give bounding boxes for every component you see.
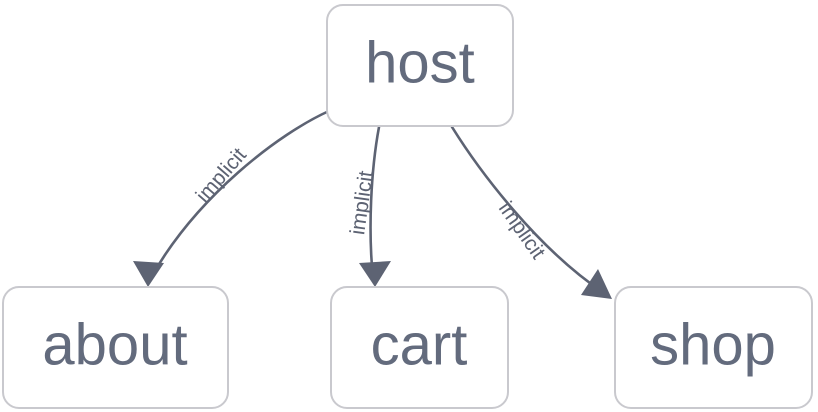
edge-host-cart[interactable]: implicit [346, 125, 391, 287]
edge-host-shop[interactable]: implicit [450, 125, 612, 299]
node-label-host: host [365, 30, 475, 95]
edge-label-host-shop: implicit [494, 198, 550, 264]
edge-host-about[interactable]: implicit [133, 109, 331, 287]
edge-label-host-cart: implicit [346, 169, 378, 236]
node-label-about: about [42, 312, 187, 377]
node-cart[interactable]: cart [330, 286, 509, 409]
edge-label-host-about: implicit [192, 143, 252, 207]
node-box [2, 286, 229, 409]
arrowhead-icon [359, 261, 391, 287]
node-host[interactable]: host [326, 4, 514, 127]
edge-path [450, 125, 606, 295]
arrowhead-icon [581, 269, 612, 299]
node-shop[interactable]: shop [614, 286, 813, 409]
edge-path [369, 125, 381, 280]
arrowhead-icon [133, 261, 164, 287]
node-about[interactable]: about [2, 286, 229, 409]
edge-path [147, 109, 331, 283]
node-box [326, 4, 514, 127]
node-box [614, 286, 813, 409]
node-label-cart: cart [371, 312, 468, 377]
node-label-shop: shop [650, 312, 776, 377]
node-box [330, 286, 509, 409]
